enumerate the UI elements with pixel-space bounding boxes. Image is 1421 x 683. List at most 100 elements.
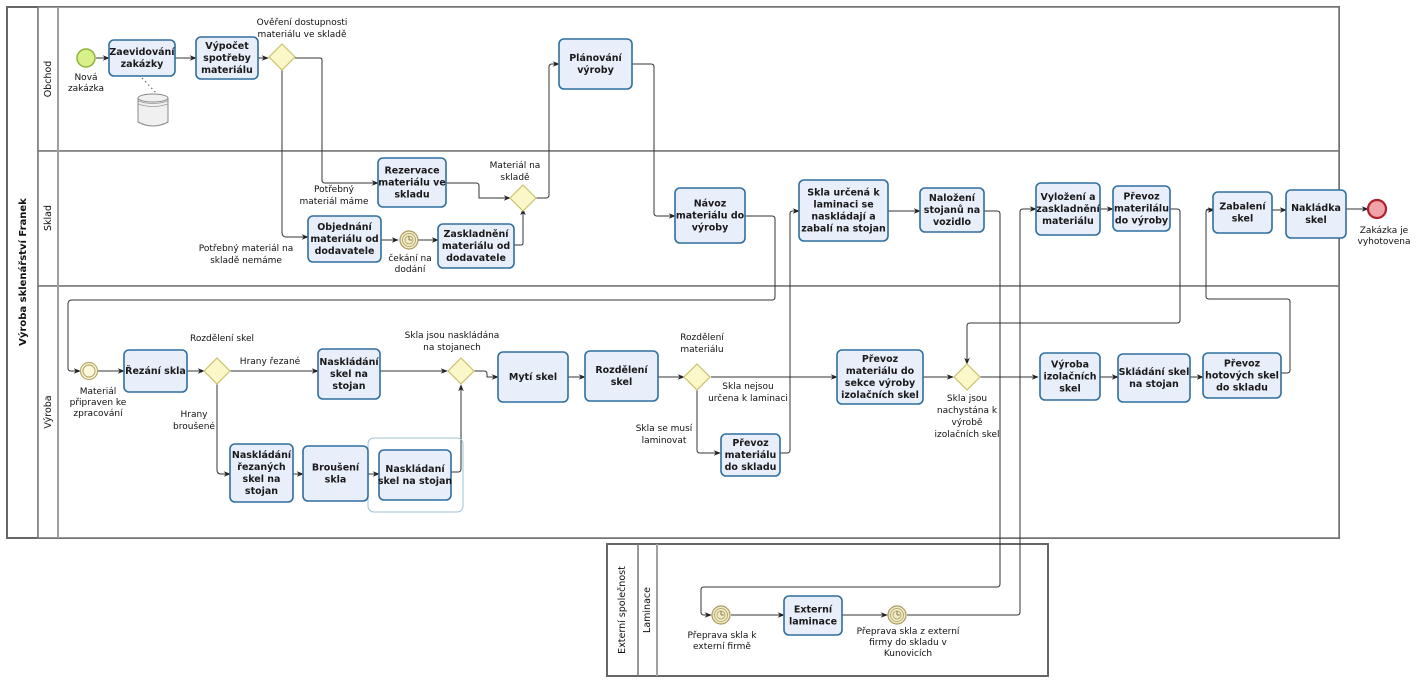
gateway-nachystana[interactable] bbox=[953, 363, 981, 391]
text-line: Naskládání bbox=[319, 357, 379, 368]
label-line: materiálu bbox=[680, 345, 723, 355]
text-line: laminaci se bbox=[813, 200, 873, 211]
gateway-naskladana[interactable] bbox=[447, 357, 475, 385]
label-line: na stojanech bbox=[423, 343, 481, 353]
gateway-material-na-sklade[interactable] bbox=[509, 184, 537, 212]
label-line: určena k laminaci bbox=[708, 393, 788, 404]
text-line: Převoz bbox=[732, 438, 769, 449]
text-line: hotových skel bbox=[1205, 371, 1279, 382]
text-line: Zaevidování bbox=[109, 47, 175, 58]
timer-event-transport-to-ext[interactable] bbox=[711, 605, 731, 625]
label-nemame: Potřebný materiál na skladě nemáme bbox=[199, 244, 293, 266]
lane-title-laminace: Laminace bbox=[642, 587, 653, 633]
text-line: naskládají a bbox=[811, 212, 875, 223]
text-line: materiálu od bbox=[310, 234, 378, 245]
text-line: do skladu bbox=[725, 462, 777, 473]
text-line: stojan bbox=[332, 381, 365, 392]
text-line: Rezervace bbox=[384, 166, 439, 177]
intermediate-event-material-ready[interactable] bbox=[79, 361, 99, 381]
text-line: skel bbox=[611, 377, 632, 388]
text-line: Zaskladnění bbox=[444, 229, 510, 240]
text-line: Výroba bbox=[1051, 360, 1089, 371]
gateway-rozdeleni-materialu[interactable] bbox=[683, 363, 711, 391]
text-line: materiálu do bbox=[846, 366, 915, 377]
text-line: spotřeby bbox=[203, 53, 251, 64]
text-line: řezaných bbox=[237, 462, 286, 473]
label-line: Kunovicích bbox=[884, 649, 932, 659]
label-line: firmy do skladu v bbox=[869, 638, 947, 648]
text-line: zaskladnění bbox=[1036, 204, 1100, 215]
pool-main: Výroba sklenářství Franek Obchod Sklad V… bbox=[6, 6, 1340, 539]
text-line: Nakládka bbox=[1291, 203, 1341, 214]
label-line: broušené bbox=[173, 421, 215, 432]
gateway-overeni[interactable] bbox=[268, 43, 296, 71]
text-line: Návoz bbox=[694, 199, 727, 210]
text-line: stojanů na bbox=[924, 205, 980, 216]
label-line: externí firmě bbox=[693, 642, 751, 652]
text-line: materiálu bbox=[1042, 216, 1094, 227]
text-line: sekce výroby bbox=[845, 378, 916, 389]
text-line: skladu bbox=[394, 190, 429, 201]
text-line: Broušení bbox=[312, 463, 360, 474]
pool-title-external: Externí společnost bbox=[617, 566, 628, 654]
task-rezani[interactable]: Řezání skla bbox=[123, 349, 188, 393]
label-line: Potřebný bbox=[314, 185, 355, 195]
end-event[interactable] bbox=[1366, 198, 1388, 220]
label-line: vyhotovena bbox=[1358, 237, 1411, 247]
timer-event-transport-from-ext[interactable] bbox=[887, 605, 907, 625]
sequence-flows bbox=[67, 55, 1369, 618]
text-line: izolačních bbox=[1043, 372, 1096, 383]
start-event[interactable] bbox=[76, 48, 96, 68]
label-line: Materiál na bbox=[490, 161, 541, 171]
text-line: skel na bbox=[243, 474, 281, 485]
timer-event-wait-delivery[interactable] bbox=[399, 230, 419, 250]
text-line: na stojan bbox=[1129, 379, 1179, 390]
label-line: skladě nemáme bbox=[210, 256, 282, 266]
label-rozdeleni-skel: Rozdělení skel bbox=[190, 334, 254, 344]
text-line: laminace bbox=[789, 617, 837, 628]
label-line: dodání bbox=[395, 265, 426, 275]
label-hrany-rezane: Hrany řezané bbox=[240, 356, 301, 367]
text-line: Převoz bbox=[862, 354, 899, 365]
text-line: dodavatele bbox=[315, 246, 375, 257]
text-line: zakázky bbox=[121, 59, 165, 70]
text-line: Vyložení a bbox=[1040, 192, 1095, 203]
text-line: Řezání skla bbox=[125, 365, 186, 377]
label-line: připraven ke bbox=[70, 398, 127, 408]
lane-title-vyroba: Výroba bbox=[43, 395, 54, 428]
label-line: Potřebný materiál na bbox=[199, 244, 293, 254]
gateway-rozdeleni-skel[interactable] bbox=[203, 357, 231, 385]
text-line: materilálu bbox=[1114, 204, 1169, 215]
task-myti[interactable]: Mytí skel bbox=[497, 351, 569, 403]
